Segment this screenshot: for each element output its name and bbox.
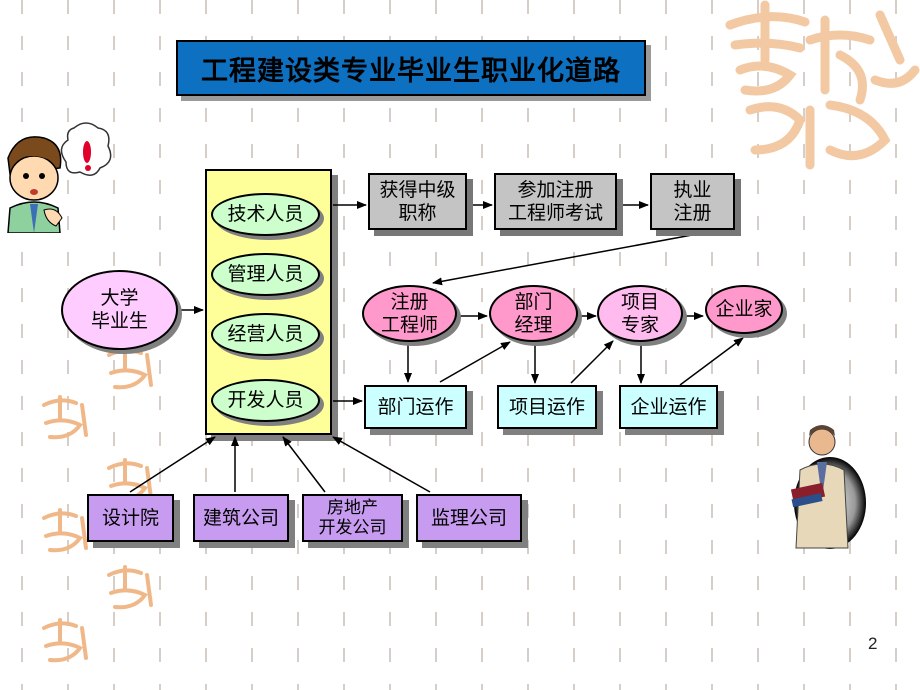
role-label: 技术人员 — [227, 203, 304, 225]
seal-stamp-1 — [105, 345, 157, 393]
arrow-supervision — [332, 436, 431, 493]
node-engineer-exam: 参加注册工程师考试 — [494, 173, 617, 230]
ellipse-line2: 专家 — [620, 313, 659, 336]
arrow-enterprise-ops-to-entrepreneur — [679, 337, 744, 386]
node-enterprise-operation: 企业运作 — [619, 385, 718, 429]
box-line1: 执业 — [673, 178, 712, 201]
node-registered-engineer: 注册工程师 — [362, 285, 457, 342]
calligraphy-watermark-large — [710, 0, 920, 170]
box-line2: 注册 — [673, 201, 712, 224]
page-number: 2 — [868, 634, 878, 653]
node-source-real-estate: 房地产开发公司 — [302, 494, 403, 542]
slide-title: 工程建设类专业毕业生职业化道路 — [176, 40, 646, 96]
graduate-line2: 毕业生 — [90, 310, 148, 332]
seal-stamp-2 — [40, 395, 92, 443]
box-label: 部门运作 — [377, 395, 454, 418]
arrow-design-institute — [129, 436, 216, 493]
box-line1: 监理公司 — [430, 506, 507, 529]
ellipse-line1: 项目 — [620, 290, 659, 313]
ellipse-line1: 部门 — [514, 290, 553, 313]
node-mid-level-title: 获得中级职称 — [368, 173, 467, 230]
node-source-construction-company: 建筑公司 — [193, 494, 289, 542]
node-graduate: 大学 毕业生 — [61, 270, 178, 350]
cartoon-boy-clipart — [0, 118, 118, 234]
box-line1: 建筑公司 — [202, 506, 279, 529]
node-role-technical: 技术人员 — [211, 193, 320, 236]
role-label: 管理人员 — [227, 263, 304, 285]
node-role-development: 开发人员 — [211, 379, 320, 422]
seal-stamp-5 — [105, 565, 157, 613]
node-project-expert: 项目专家 — [597, 285, 683, 342]
node-department-operation: 部门运作 — [364, 385, 467, 429]
seal-stamp-6 — [40, 618, 92, 666]
box-label: 企业运作 — [630, 395, 707, 418]
box-label: 项目运作 — [508, 395, 585, 418]
node-practice-registration: 执业注册 — [650, 173, 735, 230]
role-label: 开发人员 — [227, 389, 304, 411]
box-line1: 设计院 — [101, 506, 159, 529]
box-line2: 开发公司 — [318, 518, 387, 538]
box-line2: 工程师考试 — [507, 201, 603, 224]
box-line2: 职称 — [398, 201, 437, 224]
node-entrepreneur: 企业家 — [705, 285, 783, 334]
node-source-supervision-company: 监理公司 — [416, 494, 522, 542]
ellipse-line1: 注册 — [390, 290, 429, 313]
ellipse-line1: 企业家 — [715, 298, 773, 320]
node-source-design-institute: 设计院 — [87, 494, 174, 542]
box-line1: 获得中级 — [379, 178, 456, 201]
node-project-operation: 项目运作 — [497, 385, 597, 429]
box-line1: 参加注册 — [517, 178, 594, 201]
ellipse-line2: 工程师 — [380, 313, 438, 336]
box-line1: 房地产 — [327, 498, 378, 518]
businessman-clipart — [770, 418, 868, 550]
role-label: 经营人员 — [227, 323, 304, 345]
node-role-business: 经营人员 — [211, 313, 320, 356]
seal-stamp-4 — [40, 508, 92, 556]
arrow-dept-ops-to-manager — [439, 341, 511, 383]
node-role-management: 管理人员 — [211, 253, 320, 296]
ellipse-line2: 经理 — [514, 313, 553, 336]
node-department-manager: 部门经理 — [489, 285, 578, 342]
graduate-line1: 大学 — [100, 287, 139, 309]
arrow-project-ops-to-expert — [570, 340, 614, 384]
arrow-real-estate — [282, 436, 326, 493]
arrow-registration-to-engineer — [432, 234, 693, 286]
